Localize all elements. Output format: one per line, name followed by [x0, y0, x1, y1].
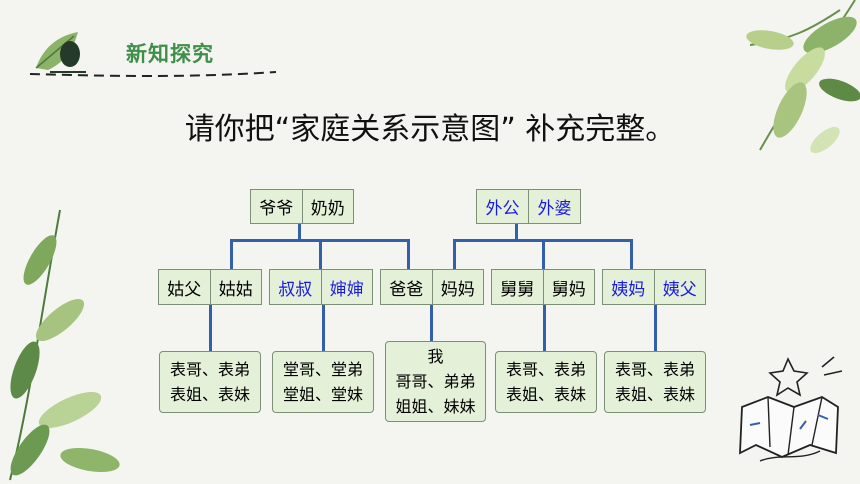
child-label: 堂哥、堂弟 [282, 360, 363, 379]
connector-line [230, 239, 233, 270]
child-label: 姐姐、妹妹 [395, 397, 476, 416]
child-box-me-siblings: 我 哥哥、弟弟 姐姐、妹妹 [385, 341, 486, 422]
section-title: 新知探究 [126, 42, 214, 66]
child-box-cousins-paternal-aunt: 表哥、表弟 表姐、表妹 [159, 351, 261, 413]
connector-line [407, 239, 410, 270]
parent-label: 婶婶 [320, 270, 373, 304]
parent-box-aunt-paternal: 姑父 姑姑 [158, 269, 262, 305]
grandparents-paternal-box: 爷爷 奶奶 [250, 189, 354, 224]
connector-line [319, 239, 322, 270]
parent-label: 姨妈 [611, 279, 646, 300]
connector-line [430, 304, 433, 342]
leaf-decoration-top-right [746, 0, 860, 154]
connector-line [453, 239, 456, 270]
child-label: 表哥、表弟 [505, 360, 586, 379]
child-label: 堂姐、堂妹 [282, 385, 363, 404]
parent-label: 叔叔 [278, 279, 313, 300]
parent-label: 姨父 [653, 270, 706, 304]
child-label: 哥哥、弟弟 [395, 372, 476, 391]
header-dashed-underline [29, 71, 277, 77]
child-box-cousins-maternal-aunt: 表哥、表弟 表姐、表妹 [604, 351, 706, 413]
maternal-grandfather-label: 外公 [485, 199, 520, 219]
child-label-me: 我 [427, 347, 444, 366]
child-label: 表姐、表妹 [614, 385, 695, 404]
grandparents-maternal-box: 外公 外婆 [476, 189, 581, 224]
parent-label: 妈妈 [431, 270, 484, 304]
connector-line [654, 304, 657, 352]
connector-line [209, 304, 212, 352]
parent-box-parents: 爸爸 妈妈 [380, 269, 484, 305]
connector-line [543, 304, 546, 352]
parent-label: 舅舅 [500, 279, 535, 300]
feather-icon [35, 32, 86, 73]
connector-line [542, 239, 545, 270]
child-box-cousins-paternal-uncle: 堂哥、堂弟 堂姐、堂妹 [272, 351, 374, 413]
parent-box-uncle-maternal: 舅舅 舅妈 [491, 269, 595, 305]
child-label: 表姐、表妹 [169, 385, 250, 404]
connector-line [298, 223, 301, 240]
map-doodle-icon [739, 356, 843, 462]
parent-label: 姑姑 [209, 270, 262, 304]
parent-box-uncle-paternal: 叔叔 婶婶 [269, 269, 373, 305]
child-label: 表哥、表弟 [169, 360, 250, 379]
grandfather-label: 爷爷 [259, 199, 294, 219]
connector-line [515, 223, 518, 240]
maternal-grandmother-label: 外婆 [528, 190, 580, 223]
child-label: 表哥、表弟 [614, 360, 695, 379]
connector-line [322, 304, 325, 352]
child-label: 表姐、表妹 [505, 385, 586, 404]
parent-label: 爸爸 [389, 279, 424, 300]
leaf-decoration-bottom-left [9, 209, 120, 481]
parent-box-aunt-maternal: 姨妈 姨父 [602, 269, 706, 305]
connector-line [630, 239, 633, 270]
instruction-text: 请你把“家庭关系示意图” 补充完整。 [184, 112, 676, 147]
child-box-cousins-maternal-uncle: 表哥、表弟 表姐、表妹 [495, 351, 597, 413]
parent-label: 舅妈 [542, 270, 595, 304]
grandmother-label: 奶奶 [301, 190, 354, 223]
parent-label: 姑父 [167, 279, 202, 300]
